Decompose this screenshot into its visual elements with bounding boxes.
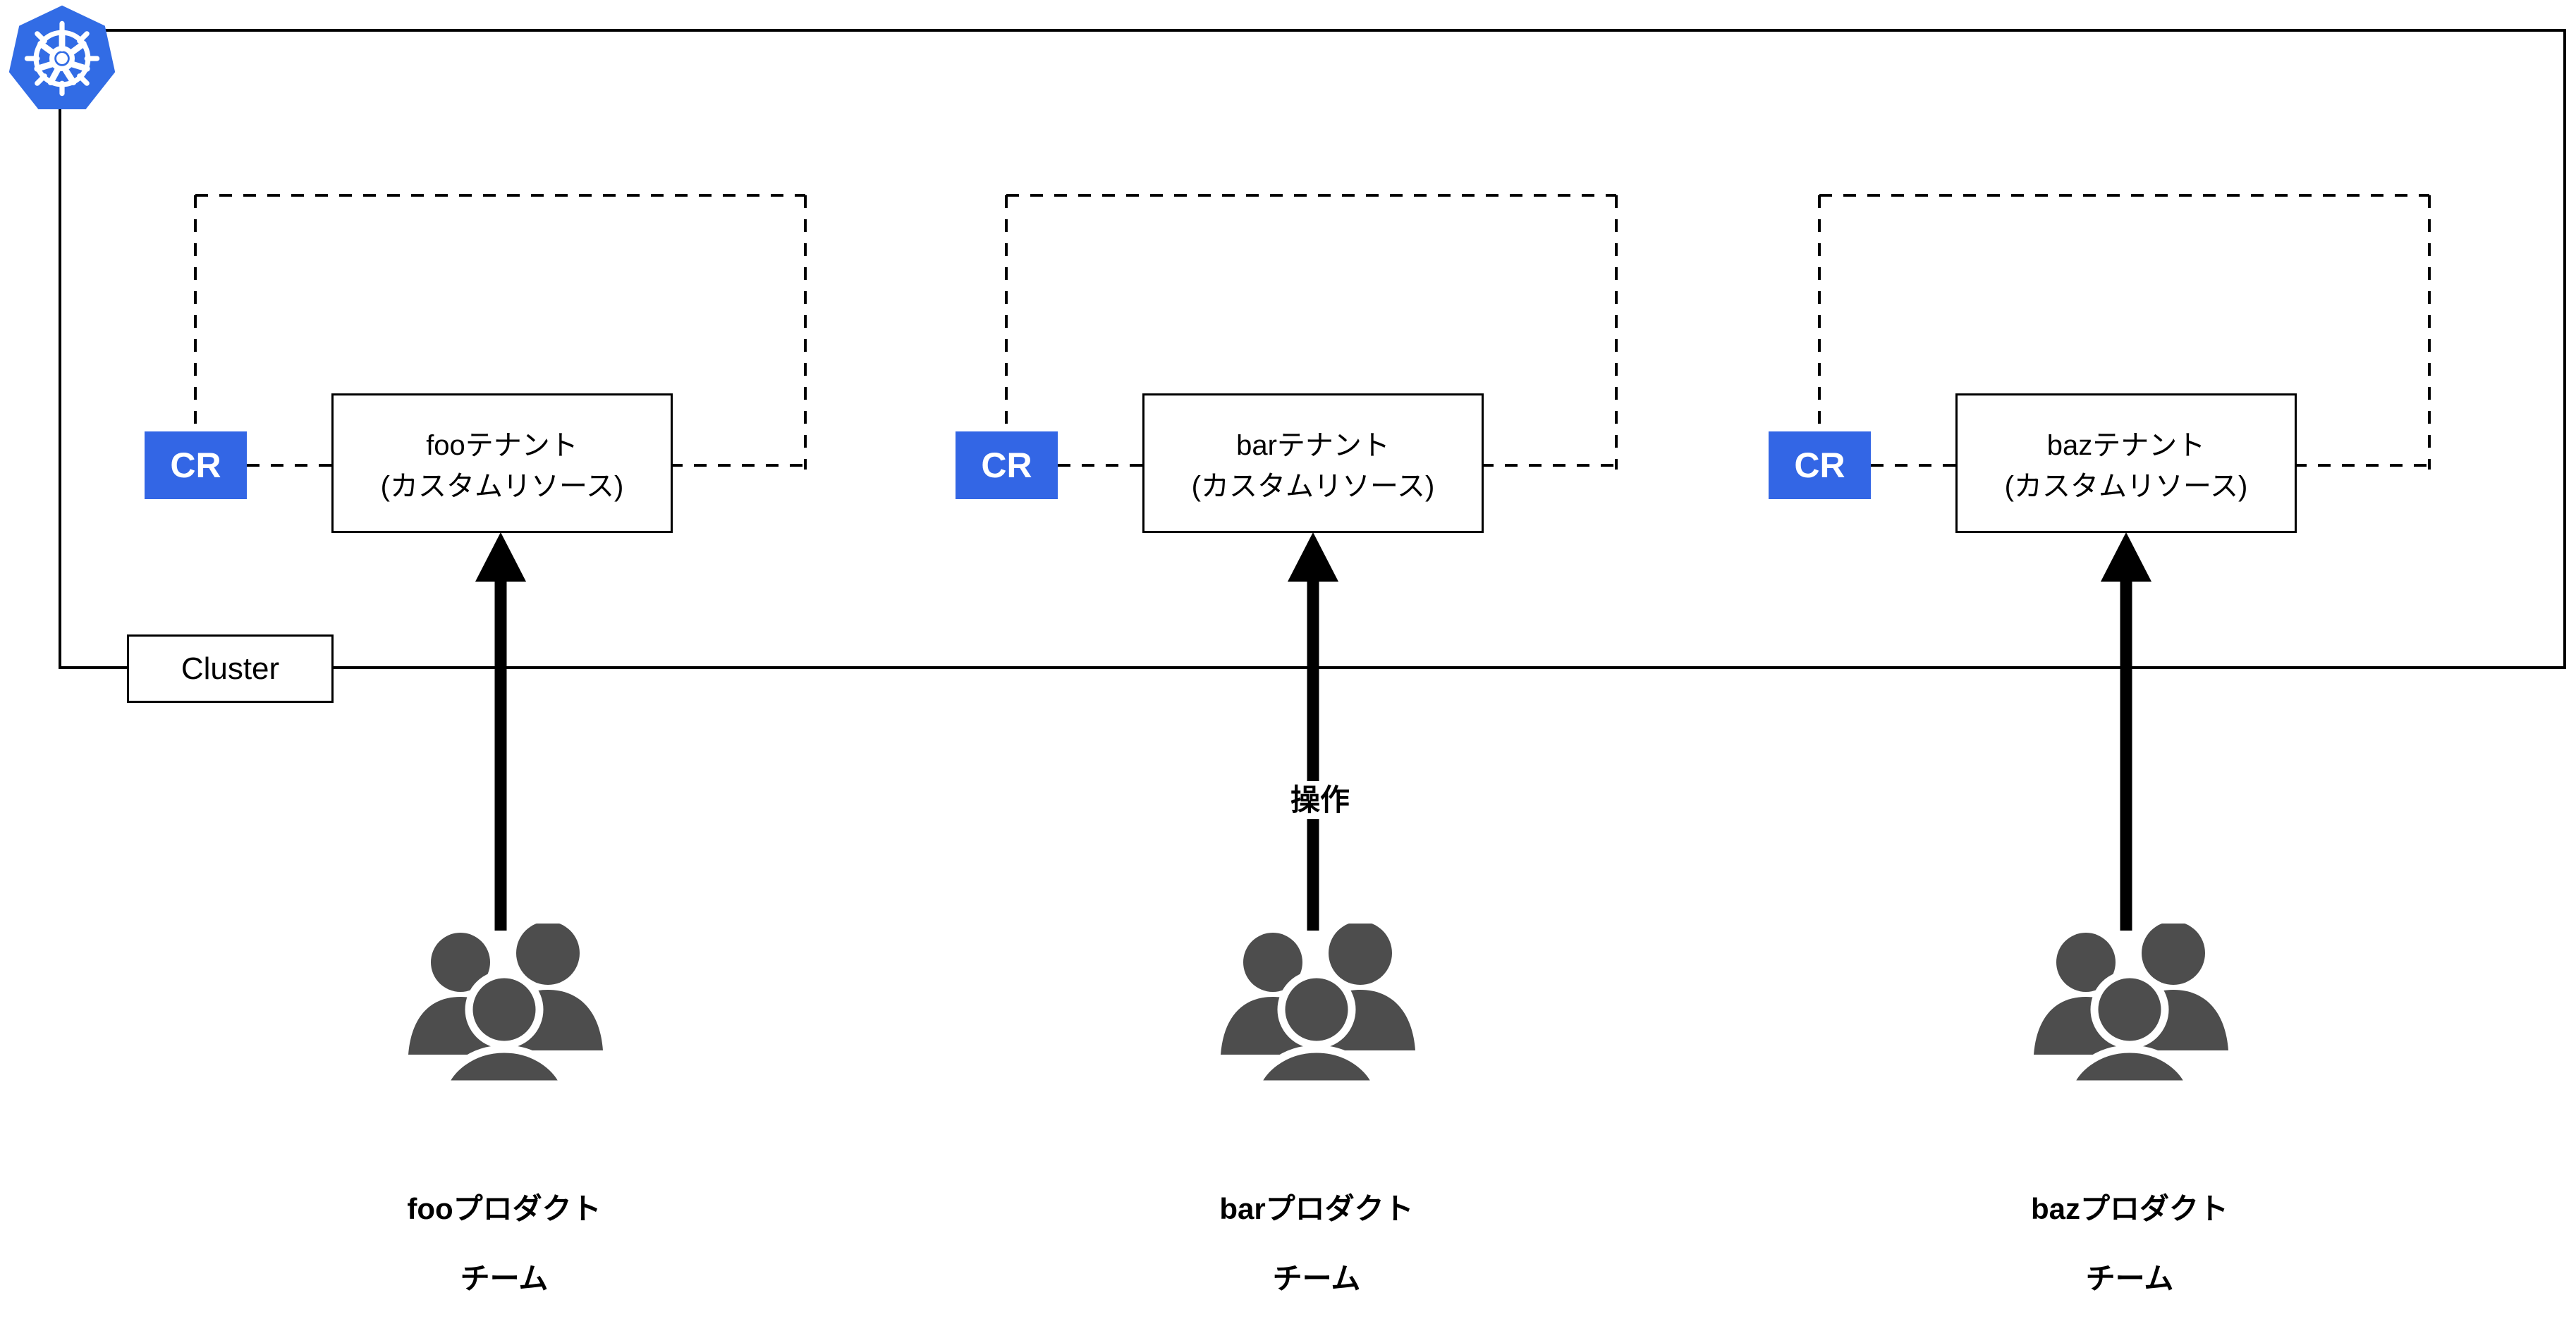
people-icon-bar	[1221, 921, 1415, 1084]
arrow-group	[475, 532, 2151, 931]
people-icon-baz	[2034, 921, 2228, 1084]
arrow-head-baz	[2101, 532, 2151, 582]
tenant-name-line1: fooテナント	[426, 430, 578, 461]
cr-badge-label: CR	[1794, 446, 1845, 485]
tenant-name-line2: (カスタムリソース)	[380, 471, 624, 502]
tenant-box-baz[interactable]: bazテナント (カスタムリソース)	[1955, 393, 2297, 533]
tenant-name-line1: barテナント	[1236, 430, 1390, 461]
cr-badge-bar[interactable]: CR	[956, 431, 1058, 499]
operation-label: 操作	[1260, 781, 1380, 819]
cluster-label-box: Cluster	[127, 634, 334, 703]
tenant-name-line2: (カスタムリソース)	[2004, 471, 2248, 502]
team-label-foo: fooプロダクト チーム	[317, 1156, 691, 1331]
arrow-head-foo	[475, 532, 526, 582]
diagram-canvas: CR CR CR fooテナント (カスタムリソース) barテナント (カスタ…	[0, 0, 2566, 1295]
diagram-vector-layer	[0, 0, 2566, 1270]
team-label-bar: barプロダクト チーム	[1130, 1156, 1503, 1331]
people-icon-foo	[408, 921, 603, 1084]
tenant-name-line1: bazテナント	[2046, 430, 2206, 461]
cr-badge-foo[interactable]: CR	[145, 431, 247, 499]
team-name-line2: チーム	[2085, 1261, 2174, 1295]
arrow-head-bar	[1288, 532, 1338, 582]
cr-badge-label: CR	[981, 446, 1032, 485]
tenant-box-foo[interactable]: fooテナント (カスタムリソース)	[331, 393, 673, 533]
kubernetes-logo-icon	[9, 6, 115, 109]
tenant-name-line2: (カスタムリソース)	[1191, 471, 1435, 502]
team-name-line1: fooプロダクト	[407, 1191, 602, 1225]
team-name-line2: チーム	[460, 1261, 549, 1295]
tenant-box-bar[interactable]: barテナント (カスタムリソース)	[1142, 393, 1484, 533]
team-name-line1: barプロダクト	[1219, 1191, 1414, 1225]
team-name-line2: チーム	[1272, 1261, 1361, 1295]
team-name-line1: bazプロダクト	[2030, 1191, 2228, 1225]
cr-badge-baz[interactable]: CR	[1769, 431, 1871, 499]
team-label-baz: bazプロダクト チーム	[1943, 1156, 2316, 1331]
cluster-label-text: Cluster	[181, 651, 280, 686]
cr-badge-label: CR	[170, 446, 221, 485]
